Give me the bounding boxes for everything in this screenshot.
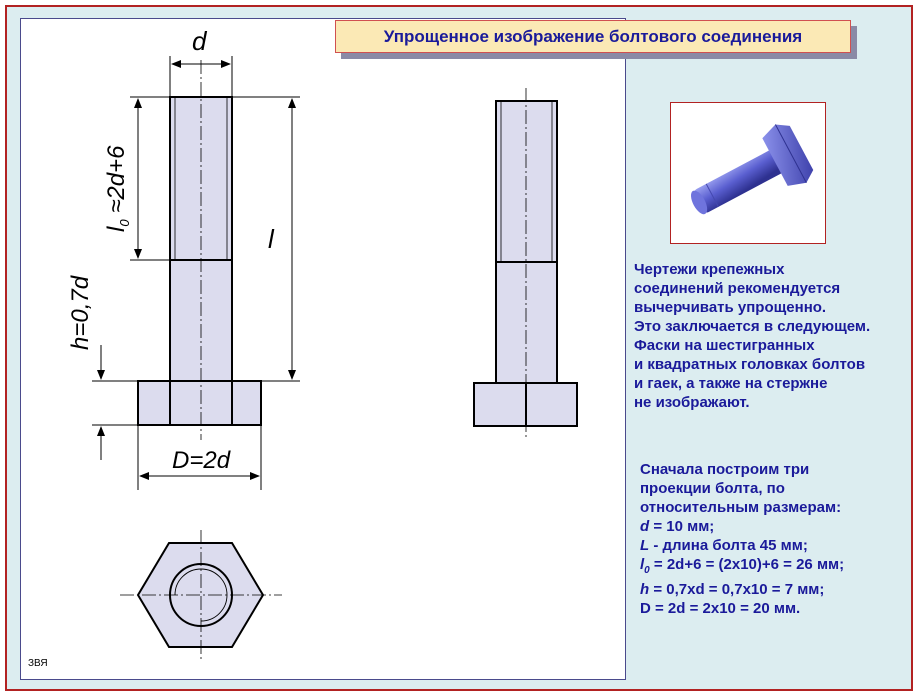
page-title: Упрощенное изображение болтового соедине… [335, 20, 851, 53]
description-text: Чертежи крепежных соединений рекомендует… [634, 261, 871, 411]
dim-label-l0: l0 ≈2d+6 [103, 145, 132, 232]
bolt-3d-image [670, 102, 826, 244]
top-view [120, 530, 282, 660]
author-signature: ЗВЯ [28, 658, 48, 669]
dim-label-h: h=0,7d [67, 275, 94, 350]
dim-label-D: D=2d [172, 447, 231, 474]
dim-label-d: d [192, 26, 208, 56]
dimensions-text: Сначала построим три проекции болта, по … [640, 461, 845, 617]
side-view [473, 88, 578, 440]
dimension-lines [92, 56, 300, 490]
dim-label-l: l [268, 224, 275, 254]
front-view [137, 60, 262, 440]
